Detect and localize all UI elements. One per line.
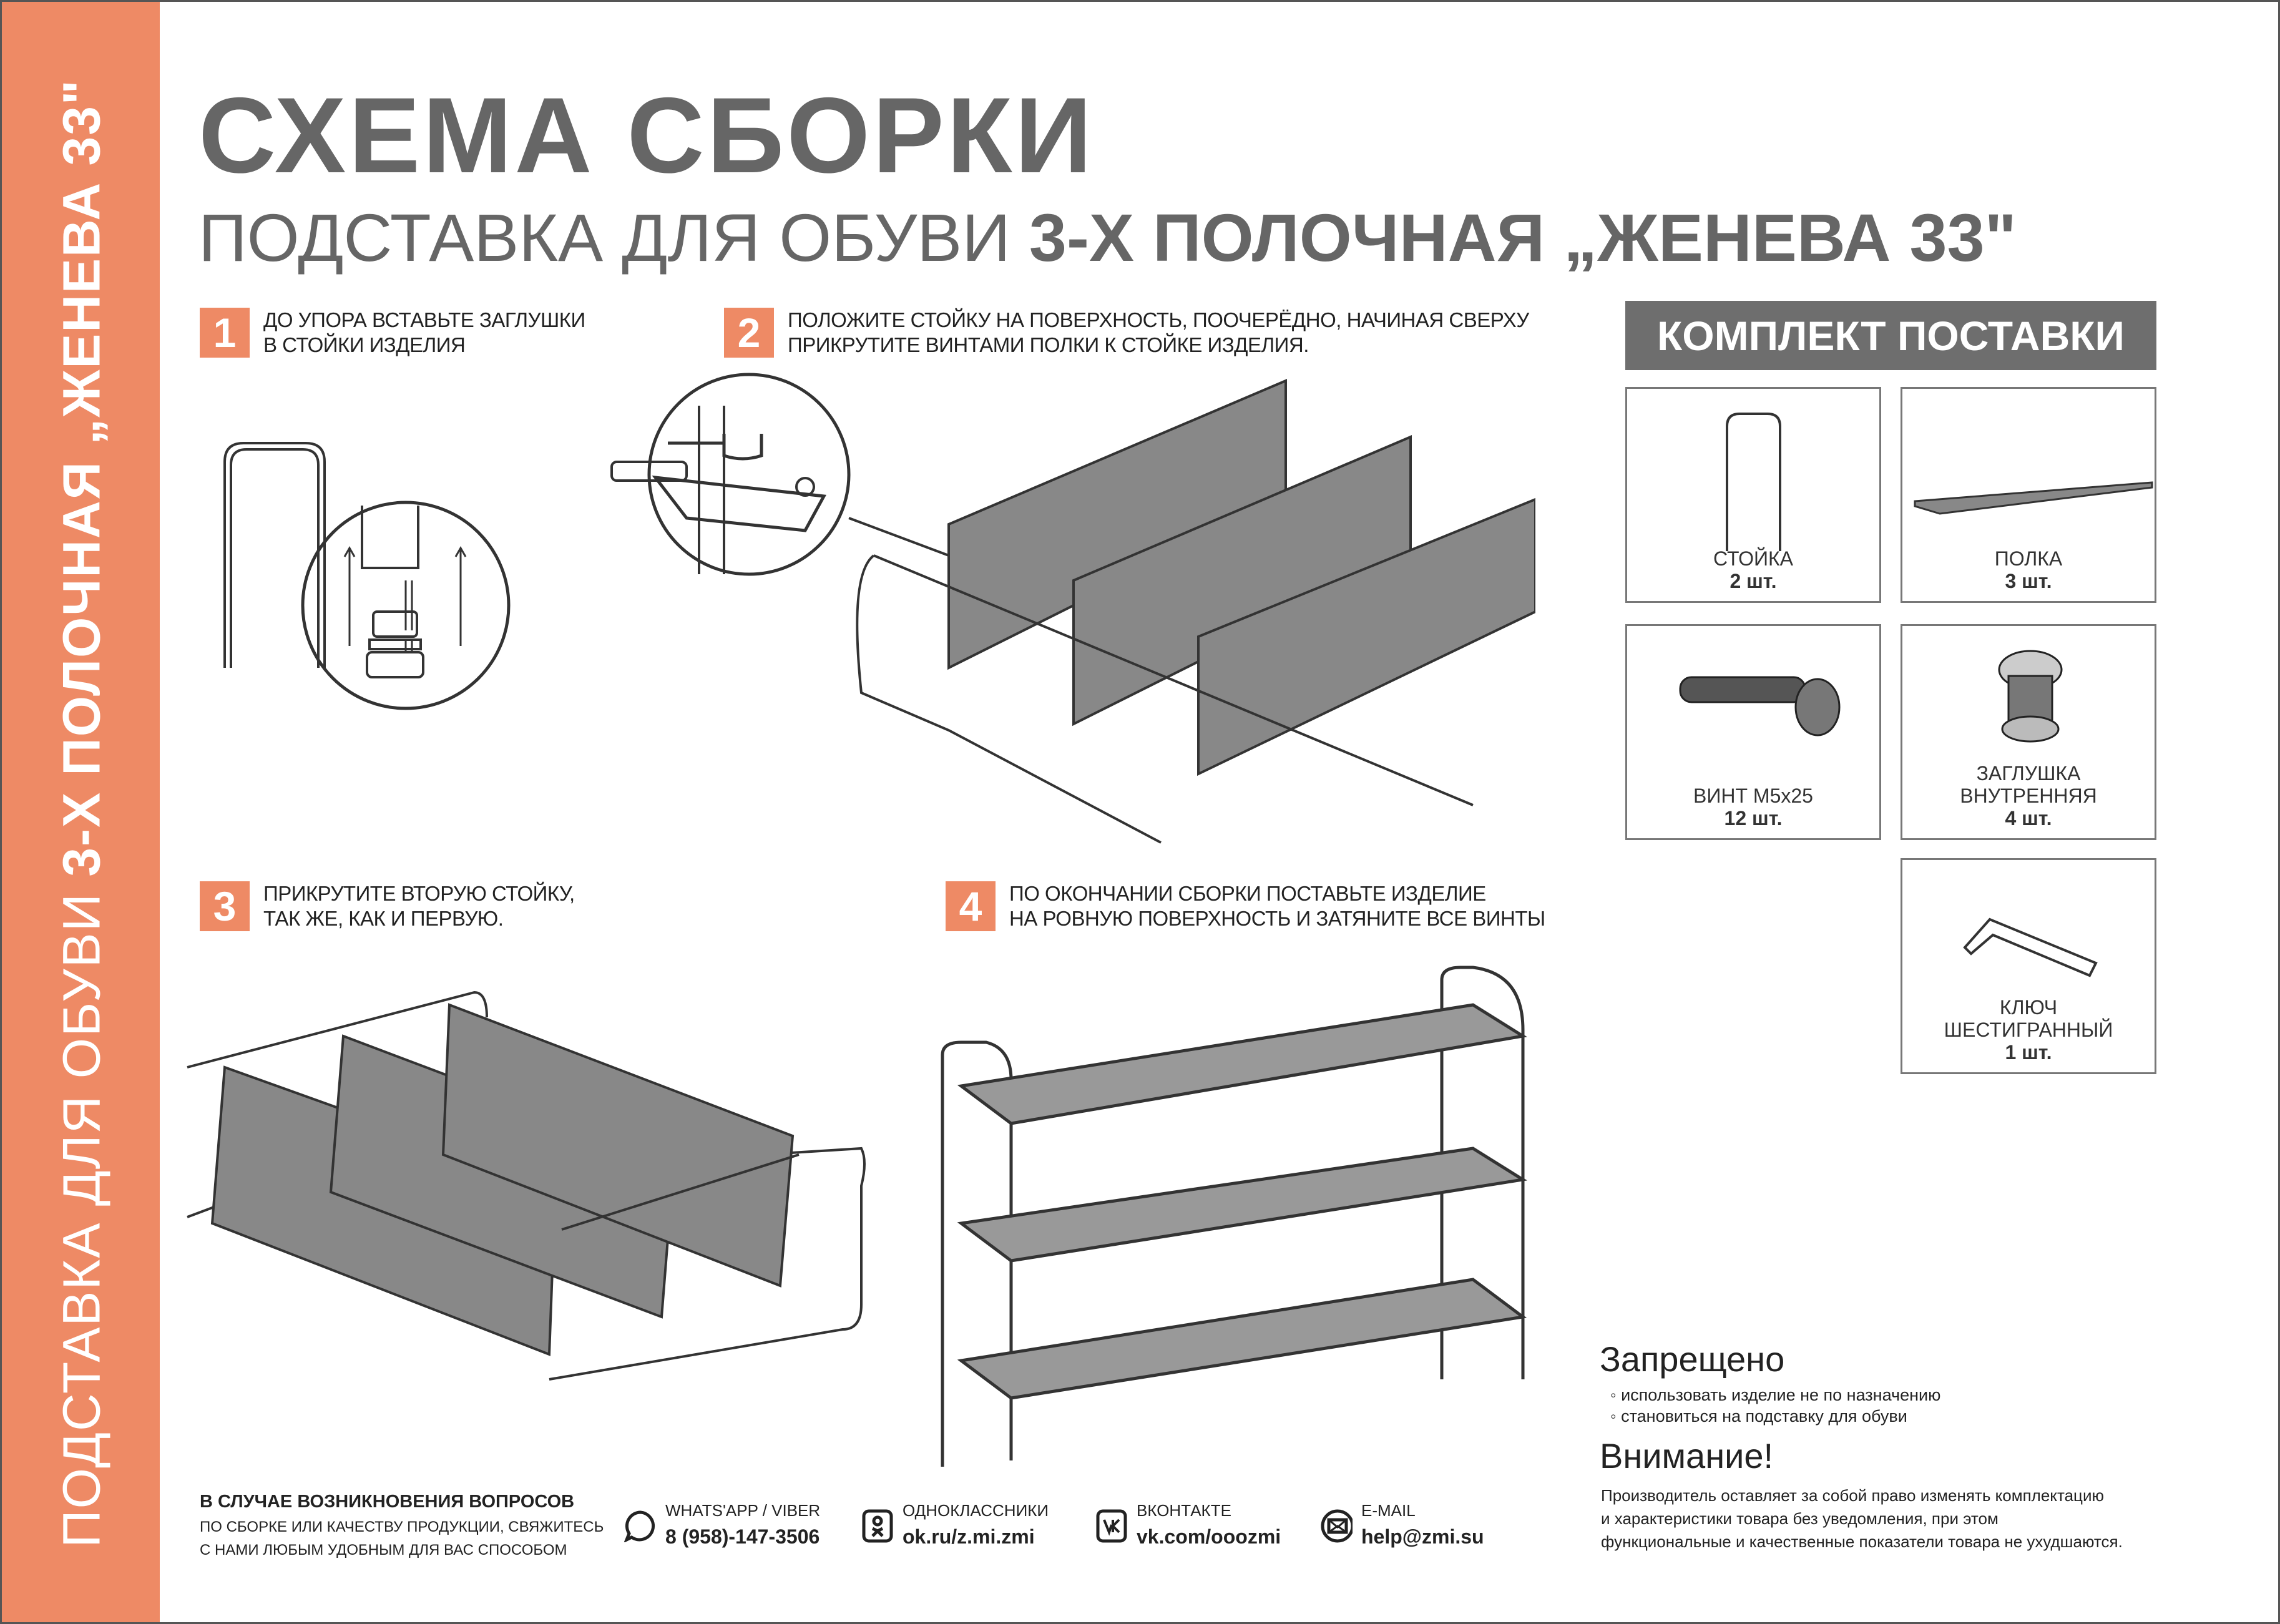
kit-item-qty: 1 шт. xyxy=(2005,1041,2052,1064)
vk-icon xyxy=(1095,1506,1128,1546)
kit-item-name: ВИНТ М5х25 xyxy=(1693,785,1813,807)
step-1: 1 ДО УПОРА ВСТАВЬТЕ ЗАГЛУШКИ В СТОЙКИ ИЗД… xyxy=(200,308,585,358)
forbidden-list: использовать изделие не по назначению ст… xyxy=(1610,1384,1940,1427)
page-title: СХЕМА СБОРКИ xyxy=(198,76,1095,195)
step-text: ПОЛОЖИТЕ СТОЙКУ НА ПОВЕРХНОСТЬ, ПООЧЕРЁД… xyxy=(788,308,1529,356)
contact-label: ВКОНТАКТЕ xyxy=(1137,1501,1231,1520)
forbidden-title: Запрещено xyxy=(1600,1339,1785,1379)
contact-value[interactable]: help@zmi.su xyxy=(1361,1525,1484,1548)
kit-item-qty: 2 шт. xyxy=(1730,570,1777,592)
step-number: 2 xyxy=(724,308,774,358)
frame-post-icon xyxy=(1726,413,1781,551)
whatsapp-icon xyxy=(624,1506,657,1546)
side-band-text: ПОДСТАВКА ДЛЯ ОБУВИ 3-Х ПОЛОЧНАЯ „ЖЕНЕВА… xyxy=(52,79,112,1548)
email-icon xyxy=(1320,1506,1353,1546)
attention-text: Производитель оставляет за собой право и… xyxy=(1601,1486,2123,1551)
side-band: ПОДСТАВКА ДЛЯ ОБУВИ 3-Х ПОЛОЧНАЯ „ЖЕНЕВА… xyxy=(2,2,160,1622)
step-text: ПРИКРУТИТЕ ВТОРУЮ СТОЙКУ, ТАК ЖЕ, КАК И … xyxy=(263,882,575,930)
kit-item-qty: 4 шт. xyxy=(2005,807,2052,829)
contact-label: ОДНОКЛАССНИКИ xyxy=(903,1501,1049,1520)
contact-label: WHATS'APP / VIBER xyxy=(665,1501,821,1520)
step-number: 3 xyxy=(200,881,250,931)
side-band-bold: 3-Х ПОЛОЧНАЯ „ЖЕНЕВА 33" xyxy=(52,79,111,877)
subtitle-bold: 3-Х ПОЛОЧНАЯ „ЖЕНЕВА 33" xyxy=(1029,200,2017,275)
kit-item-name: СТОЙКА xyxy=(1713,547,1794,570)
step-4: 4 ПО ОКОНЧАНИИ СБОРКИ ПОСТАВЬТЕ ИЗДЕЛИЕ Н… xyxy=(946,881,1545,931)
contact-value[interactable]: ok.ru/z.mi.zmi xyxy=(903,1525,1035,1548)
attention-title: Внимание! xyxy=(1600,1436,1774,1475)
shelf-icon xyxy=(1914,481,2153,515)
kit-item-qty: 12 шт. xyxy=(1724,807,1783,829)
kit-item-name: ПОЛКА xyxy=(1994,547,2063,570)
step-number: 4 xyxy=(946,881,996,931)
contact-subtext: ПО СБОРКЕ ИЛИ КАЧЕСТВУ ПРОДУКЦИИ, СВЯЖИТ… xyxy=(200,1519,604,1558)
kit-item-name: КЛЮЧ ШЕСТИГРАННЫЙ xyxy=(1944,996,2113,1041)
step-4-illustration xyxy=(941,966,1527,1467)
kit-item-qty: 3 шт. xyxy=(2005,570,2052,592)
step-3: 3 ПРИКРУТИТЕ ВТОРУЮ СТОЙКУ, ТАК ЖЕ, КАК И… xyxy=(200,881,575,931)
contact-email: E-MAIL help@zmi.su xyxy=(1320,1501,1484,1548)
screw-icon xyxy=(1679,676,1841,736)
hex-key-icon xyxy=(1963,917,2098,977)
kit-item-name: ЗАГЛУШКА ВНУТРЕННЯЯ xyxy=(1960,762,2097,807)
forbidden-item: использовать изделие не по назначению xyxy=(1610,1384,1940,1406)
contact-vk: ВКОНТАКТЕ vk.com/ooozmi xyxy=(1095,1501,1281,1548)
step-1-illustration xyxy=(223,442,511,710)
step-2-illustration xyxy=(610,373,1535,844)
forbidden-item: становиться на подставку для обуви xyxy=(1610,1406,1940,1427)
contact-heading: В СЛУЧАЕ ВОЗНИКНОВЕНИЯ ВОПРОСОВ xyxy=(200,1492,575,1512)
contact-whatsapp: WHATS'APP / VIBER 8 (958)-147-3506 xyxy=(624,1501,820,1548)
kit-header: КОМПЛЕКТ ПОСТАВКИ xyxy=(1625,301,2156,370)
contact-value[interactable]: vk.com/ooozmi xyxy=(1137,1525,1281,1548)
step-number: 1 xyxy=(200,308,250,358)
subtitle-normal: ПОДСТАВКА ДЛЯ ОБУВИ xyxy=(198,200,1029,275)
contact-value[interactable]: 8 (958)-147-3506 xyxy=(665,1525,820,1548)
contact-label: E-MAIL xyxy=(1361,1501,1416,1520)
plug-icon xyxy=(1998,650,2063,743)
step-text: ДО УПОРА ВСТАВЬТЕ ЗАГЛУШКИ В СТОЙКИ ИЗДЕ… xyxy=(263,308,585,356)
odnoklassniki-icon xyxy=(861,1506,894,1546)
contact-odnoklassniki: ОДНОКЛАССНИКИ ok.ru/z.mi.zmi xyxy=(861,1501,1049,1548)
page-subtitle: ПОДСТАВКА ДЛЯ ОБУВИ 3-Х ПОЛОЧНАЯ „ЖЕНЕВА… xyxy=(198,198,2017,276)
step-text: ПО ОКОНЧАНИИ СБОРКИ ПОСТАВЬТЕ ИЗДЕЛИЕ НА… xyxy=(1009,882,1545,930)
side-band-normal: ПОДСТАВКА ДЛЯ ОБУВИ xyxy=(52,876,111,1548)
step-2: 2 ПОЛОЖИТЕ СТОЙКУ НА ПОВЕРХНОСТЬ, ПООЧЕРЁ… xyxy=(724,308,1529,358)
step-3-illustration xyxy=(187,991,866,1381)
